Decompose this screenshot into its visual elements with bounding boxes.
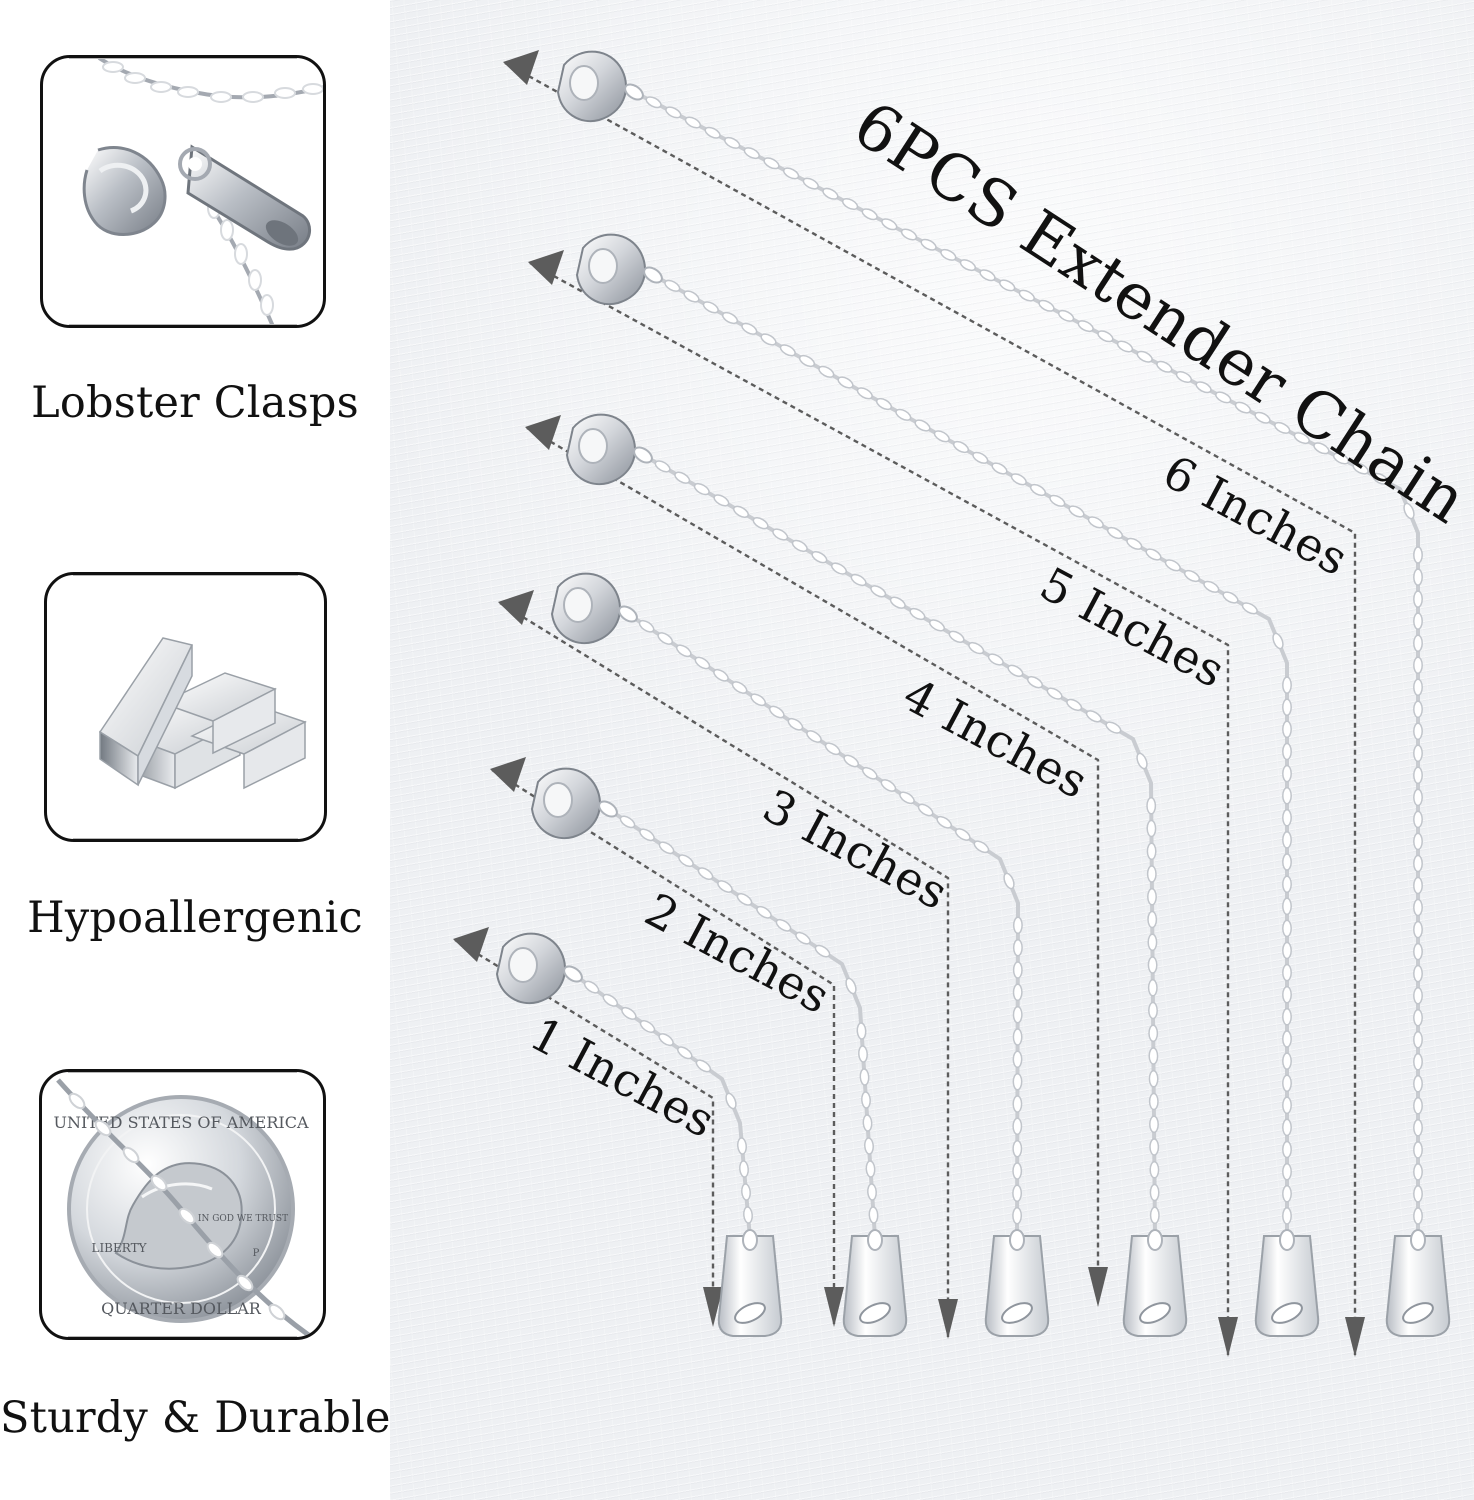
hypoallergenic-feature-card bbox=[44, 572, 327, 842]
coin-bottom-text: QUARTER DOLLAR bbox=[101, 1299, 262, 1318]
sturdy-durable-feature-card: UNITED STATES OF AMERICA IN GOD WE TRUST… bbox=[39, 1069, 326, 1340]
coin-motto-text: IN GOD WE TRUST bbox=[198, 1214, 288, 1224]
feature-label-lobster-clasps: Lobster Clasps bbox=[31, 378, 359, 428]
feature-label-hypoallergenic: Hypoallergenic bbox=[27, 893, 363, 943]
feature-panel: Lobster Clasps bbox=[0, 0, 391, 1500]
quarter-coin-icon: UNITED STATES OF AMERICA IN GOD WE TRUST… bbox=[54, 1078, 312, 1337]
coin-top-text: UNITED STATES OF AMERICA bbox=[54, 1113, 309, 1132]
feature-label-sturdy-durable: Sturdy & Durable bbox=[0, 1393, 391, 1443]
extender-chain-product-area bbox=[390, 0, 1474, 1500]
coin-liberty-text: LIBERTY bbox=[91, 1241, 147, 1255]
lobster-clasp-icon bbox=[82, 58, 323, 325]
coin-mint-text: P bbox=[253, 1248, 260, 1259]
lobster-clasp-feature-card bbox=[40, 55, 326, 328]
metal-bars-icon bbox=[98, 637, 307, 790]
